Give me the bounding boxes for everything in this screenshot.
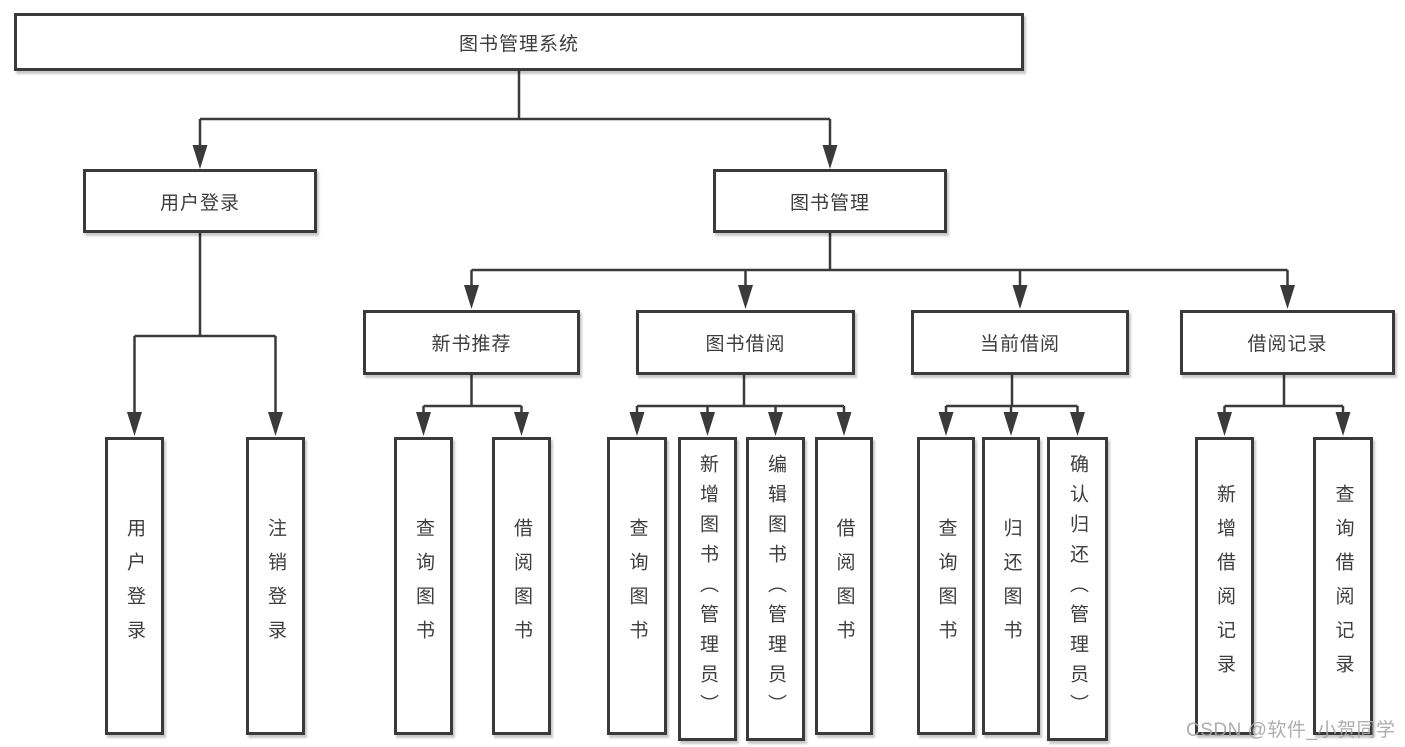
leaf-user-login: 用户登录 xyxy=(105,437,164,735)
node-book-management: 图书管理 xyxy=(713,169,947,233)
leaf-confirm-return-admin: 确认归还（管理员） xyxy=(1047,437,1108,741)
leaf-query-borrow-record: 查询借阅记录 xyxy=(1313,437,1373,735)
node-library-management-system: 图书管理系统 xyxy=(14,13,1024,71)
leaf-query-books-recommend: 查询图书 xyxy=(394,437,453,735)
leaf-label: 查询图书 xyxy=(935,518,957,654)
node-user-login: 用户登录 xyxy=(83,169,317,233)
leaf-label: 借阅图书 xyxy=(833,518,855,654)
csdn-watermark: CSDN @软件_小贺同学 xyxy=(1186,720,1396,741)
leaf-label: 查询图书 xyxy=(413,518,434,654)
leaf-borrow-books-recommend: 借阅图书 xyxy=(492,437,551,735)
leaf-label: 新增图书（管理员） xyxy=(697,454,718,724)
leaf-add-books-admin: 新增图书（管理员） xyxy=(678,437,737,741)
leaf-label: 查询图书 xyxy=(626,518,648,654)
leaf-label: 编辑图书（管理员） xyxy=(765,454,786,724)
leaf-query-books-current: 查询图书 xyxy=(917,437,975,735)
leaf-edit-books-admin: 编辑图书（管理员） xyxy=(746,437,805,741)
leaf-label: 确认归还（管理员） xyxy=(1067,454,1088,724)
leaf-label: 查询借阅记录 xyxy=(1332,484,1354,688)
leaf-label: 注销登录 xyxy=(265,518,286,654)
leaf-borrow-books-borrowing: 借阅图书 xyxy=(815,437,873,735)
leaf-return-books: 归还图书 xyxy=(982,437,1040,735)
node-new-book-recommend: 新书推荐 xyxy=(363,310,580,375)
leaf-query-books-borrowing: 查询图书 xyxy=(607,437,667,735)
leaf-label: 新增借阅记录 xyxy=(1214,484,1235,688)
leaf-label: 借阅图书 xyxy=(511,518,532,654)
leaf-add-borrow-record: 新增借阅记录 xyxy=(1195,437,1254,735)
node-current-borrowing: 当前借阅 xyxy=(911,310,1129,375)
leaf-logout: 注销登录 xyxy=(246,437,305,735)
leaf-label: 归还图书 xyxy=(1000,518,1022,654)
node-borrowing-records: 借阅记录 xyxy=(1180,310,1395,375)
leaf-label: 用户登录 xyxy=(124,518,145,654)
node-book-borrowing: 图书借阅 xyxy=(636,310,855,375)
